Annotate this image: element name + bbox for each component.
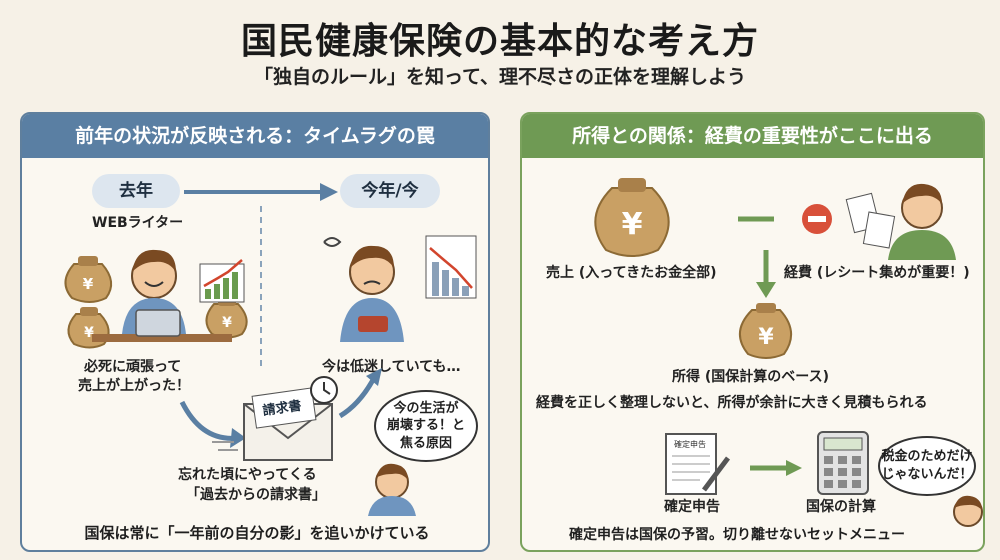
money-bag-icon: ¥ [64, 256, 113, 303]
bill-caption-line1: 忘れた頃にやってくる [178, 467, 317, 483]
happy-writer-illustration-icon: ¥ ¥ ¥ [64, 249, 248, 349]
worried-person-illustration-icon [323, 235, 477, 342]
divider-line [260, 206, 262, 366]
tax-return-label: 確定申告 [664, 499, 720, 515]
svg-text:¥: ¥ [83, 275, 94, 293]
minus-circle-icon [802, 204, 832, 234]
envelope-label: 請求書 [262, 398, 303, 419]
past-year-pill: 去年 [92, 174, 180, 208]
current-year-pill: 今年/今 [340, 174, 440, 208]
bill-envelope-icon: 請求書 [179, 368, 382, 461]
income-footer: 確定申告は国保の予習。切り離せないセットメニュー [569, 527, 905, 543]
page-title: 国民健康保険の基本的な考え方 [240, 21, 759, 62]
tax-return-document-icon: 確定申告 [665, 433, 730, 495]
writer-label: WEBライター [92, 215, 184, 231]
income-label: 所得 (国保計算のベース) [672, 369, 829, 385]
thought-line1: 今の生活が [393, 400, 459, 416]
money-bag-icon: ¥ [205, 297, 248, 339]
insight-line1: 税金のためだけ [881, 449, 973, 465]
income-money-bag-icon: ¥ [739, 303, 792, 359]
svg-text:¥: ¥ [84, 325, 94, 341]
timeline-arrow-icon [184, 183, 338, 201]
now-caption: 今は低迷していても… [322, 359, 461, 375]
time-lag-footer: 国保は常に「一年前の自分の影」を追いかけている [84, 524, 430, 542]
right-arrow-icon [750, 460, 802, 476]
yen-symbol: ¥ [622, 207, 643, 242]
down-arrow-icon [756, 250, 776, 298]
income-heading: 所得との関係：経費の重要性がここに出る [522, 114, 983, 158]
past-caption-line2: 売上が上がった！ [78, 378, 190, 394]
calc-label: 国保の計算 [806, 499, 876, 515]
thinking-person-icon [368, 463, 416, 516]
time-lag-panel: 前年の状況が反映される：タイムラグの罠 去年 今年/今 WEBライター ¥ ¥ … [20, 112, 490, 552]
minus-line [738, 216, 774, 222]
thought-line2: 崩壊する！と [386, 418, 465, 434]
insight-thought-bubble: 税金のためだけじゃないんだ！ [878, 436, 976, 496]
time-lag-heading: 前年の状況が反映される：タイムラグの罠 [22, 114, 488, 158]
expense-label: 経費 (レシート集めが重要！) [784, 265, 970, 281]
svg-text:確定申告: 確定申告 [674, 439, 706, 449]
receipt-person-illustration-icon [845, 183, 956, 260]
panic-thought-bubble: 今の生活が崩壊する！と焦る原因 [374, 390, 478, 462]
thought-line3: 焦る原因 [399, 435, 452, 451]
sales-label: 売上 (入ってきたお金全部) [546, 265, 717, 281]
calculator-icon [817, 431, 869, 495]
yen-symbol: ¥ [758, 325, 774, 350]
smiling-person-icon [953, 495, 983, 527]
expense-warning: 経費を正しく整理しないと、所得が余計に大きく見積もられる [536, 395, 928, 411]
insight-line2: じゃないんだ！ [881, 467, 973, 482]
bill-caption-line2: 「過去からの請求書」 [186, 487, 326, 503]
income-panel: 所得との関係：経費の重要性がここに出る ¥ 売上 (入ってきたお金全部) 経費 … [520, 112, 985, 552]
sales-money-bag-icon: ¥ [594, 178, 670, 257]
past-caption-line1: 必死に頑張って [84, 359, 182, 375]
svg-text:¥: ¥ [222, 315, 232, 331]
page-subtitle: 「独自のルール」を知って、理不尽さの正体を理解しよう [253, 66, 747, 88]
